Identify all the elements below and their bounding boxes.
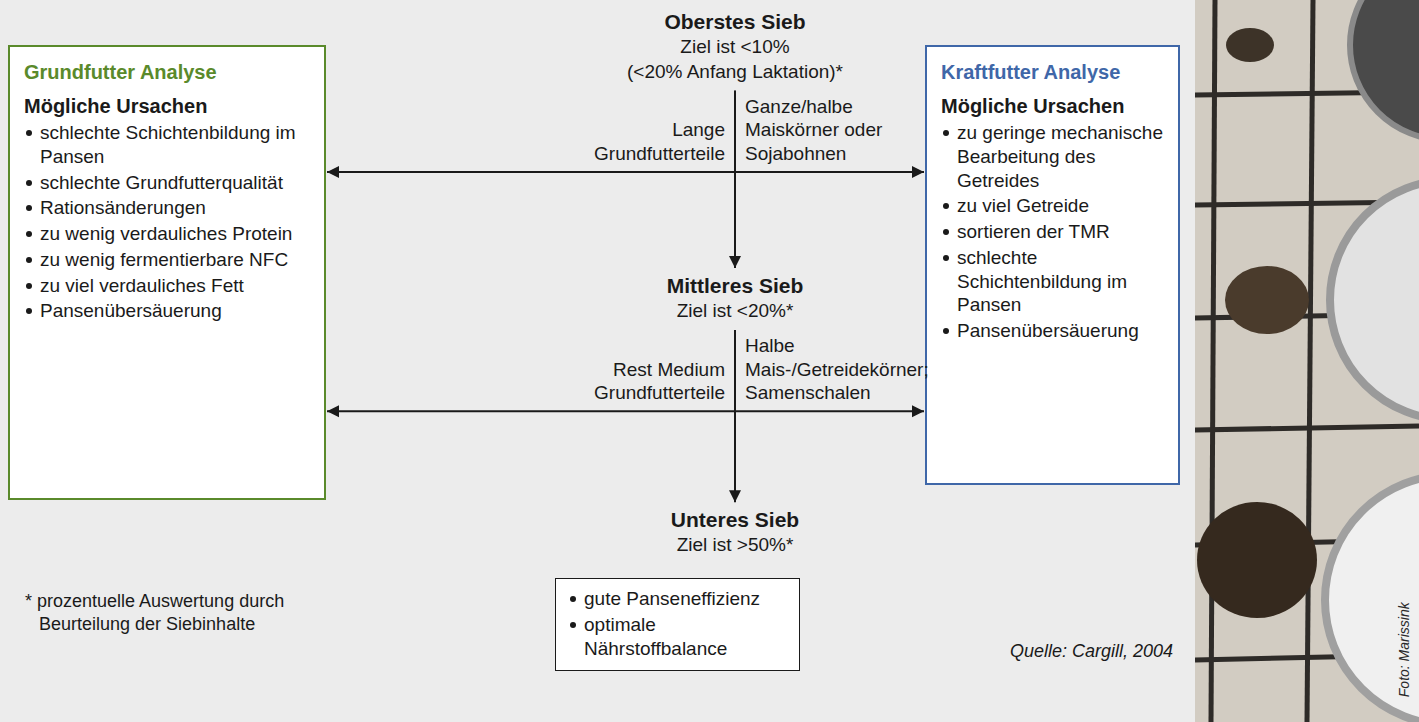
bullet-item: Pansenübersäuerung bbox=[941, 319, 1164, 343]
medium-sieve bbox=[1330, 180, 1419, 420]
top-sieve-pile bbox=[1226, 28, 1274, 62]
arrow-head bbox=[327, 405, 339, 417]
analysis-box: Grundfutter AnalyseMögliche Ursachen schl… bbox=[8, 45, 326, 500]
sieve-title: Oberstes Sieb bbox=[575, 8, 895, 35]
sieve-title: Mittleres Sieb bbox=[575, 272, 895, 299]
connector-line bbox=[327, 330, 735, 411]
bullet-item: zu wenig verdauliches Protein bbox=[24, 222, 310, 246]
connector bbox=[327, 330, 735, 417]
box-subheading: Mögliche Ursachen bbox=[24, 93, 310, 119]
bullet-item: sortieren der TMR bbox=[941, 220, 1164, 244]
connector bbox=[327, 91, 735, 178]
bullet-dot bbox=[26, 180, 32, 186]
bullet-text: schlechte Grundfutterqualität bbox=[40, 172, 283, 193]
coarse-sieve bbox=[1350, 0, 1419, 140]
grid-line bbox=[1307, 0, 1313, 722]
bullet-item: optimale Nährstoffbalance bbox=[568, 613, 787, 661]
sieve-target: Ziel ist <10% bbox=[575, 35, 895, 60]
arrow-head bbox=[729, 490, 741, 502]
photo-credit: Foto: Marissink bbox=[1395, 603, 1413, 698]
box-heading: Grundfutter Analyse bbox=[24, 59, 310, 85]
bullet-item: schlechte Schichtenbildung im Pansen bbox=[941, 246, 1164, 317]
analysis-box: Kraftfutter AnalyseMögliche Ursachen zu g… bbox=[925, 45, 1180, 485]
bottom-sieve-pile bbox=[1197, 502, 1317, 618]
connector-line bbox=[735, 91, 924, 172]
bullet-dot bbox=[26, 231, 32, 237]
bullet-item: Pansenübersäuerung bbox=[24, 299, 310, 323]
bullet-text: Pansenübersäuerung bbox=[40, 300, 222, 321]
bullet-text: sortieren der TMR bbox=[957, 221, 1110, 242]
box-heading: Kraftfutter Analyse bbox=[941, 59, 1164, 85]
bullet-dot bbox=[26, 308, 32, 314]
arrow-head bbox=[327, 166, 339, 178]
bullet-dot bbox=[943, 203, 949, 209]
bullet-item: Rationsänderungen bbox=[24, 196, 310, 220]
arrow-head bbox=[912, 405, 924, 417]
edge-label: Ganze/halbe Maiskörner oder Sojabohnen bbox=[745, 95, 920, 166]
bullet-item: zu viel Getreide bbox=[941, 194, 1164, 218]
arrow-head bbox=[729, 256, 741, 268]
grid-line bbox=[1211, 0, 1215, 722]
edge-label: Lange Grundfutterteile bbox=[550, 118, 725, 166]
connector-line bbox=[327, 91, 735, 172]
bullet-item: schlechte Grundfutterqualität bbox=[24, 171, 310, 195]
bullet-text: zu wenig verdauliches Protein bbox=[40, 223, 292, 244]
sieve-label: Unteres SiebZiel ist >50%* bbox=[575, 506, 895, 558]
bullet-item: gute Panseneffizienz bbox=[568, 587, 787, 611]
bullet-text: zu geringe mechanische Bearbeitung des G… bbox=[957, 122, 1163, 191]
sieve-target: Ziel ist >50%* bbox=[575, 533, 895, 558]
bullet-text: zu viel Getreide bbox=[957, 195, 1089, 216]
sieve-target: (<20% Anfang Laktation)* bbox=[575, 60, 895, 85]
bullet-dot bbox=[570, 596, 576, 602]
middle-sieve-pile bbox=[1225, 266, 1309, 334]
arrow-head bbox=[912, 166, 924, 178]
connector bbox=[735, 330, 924, 417]
fine-sieve bbox=[1325, 475, 1419, 722]
bullet-item: zu geringe mechanische Bearbeitung des G… bbox=[941, 121, 1164, 192]
bullet-text: schlechte Schichtenbildung im Pansen bbox=[957, 247, 1127, 316]
bullet-text: schlechte Schichtenbildung im Pansen bbox=[40, 122, 296, 167]
bullet-dot bbox=[26, 130, 32, 136]
sieve-label: Mittleres SiebZiel ist <20%* bbox=[575, 272, 895, 324]
edge-label: Rest Medium Grundfutterteile bbox=[550, 358, 725, 406]
bullet-item: zu viel verdauliches Fett bbox=[24, 274, 310, 298]
bullet-dot bbox=[26, 283, 32, 289]
bullet-text: optimale Nährstoffbalance bbox=[584, 614, 727, 659]
sieve-target: Ziel ist <20%* bbox=[575, 299, 895, 324]
edge-label: Halbe Mais-/Getreidekörner; Samenschalen bbox=[745, 334, 920, 405]
footnote: * prozentuelle Auswertung durch Beurteil… bbox=[25, 590, 309, 635]
bullet-text: Pansenübersäuerung bbox=[957, 320, 1139, 341]
bullet-text: zu wenig fermentierbare NFC bbox=[40, 249, 288, 270]
connector bbox=[735, 91, 924, 178]
source-note: Quelle: Cargill, 2004 bbox=[1010, 640, 1173, 663]
grid-line bbox=[1195, 426, 1419, 430]
result-box: gute Panseneffizienz optimale Nährstoffba… bbox=[555, 578, 800, 671]
bullet-text: gute Panseneffizienz bbox=[584, 588, 760, 609]
bullet-dot bbox=[943, 328, 949, 334]
box-subheading: Mögliche Ursachen bbox=[941, 93, 1164, 119]
connector-line bbox=[735, 330, 924, 411]
bullet-dot bbox=[943, 229, 949, 235]
bullet-text: zu viel verdauliches Fett bbox=[40, 275, 244, 296]
bullet-item: zu wenig fermentierbare NFC bbox=[24, 248, 310, 272]
bullet-item: schlechte Schichtenbildung im Pansen bbox=[24, 121, 310, 169]
sieve-label: Oberstes SiebZiel ist <10%(<20% Anfang L… bbox=[575, 8, 895, 85]
sieve-title: Unteres Sieb bbox=[575, 506, 895, 533]
bullet-text: Rationsänderungen bbox=[40, 197, 206, 218]
bullet-dot bbox=[26, 205, 32, 211]
bullet-dot bbox=[943, 130, 949, 136]
bullet-dot bbox=[26, 257, 32, 263]
bullet-dot bbox=[943, 255, 949, 261]
photo-illustration bbox=[1195, 0, 1419, 722]
bullet-dot bbox=[570, 622, 576, 628]
